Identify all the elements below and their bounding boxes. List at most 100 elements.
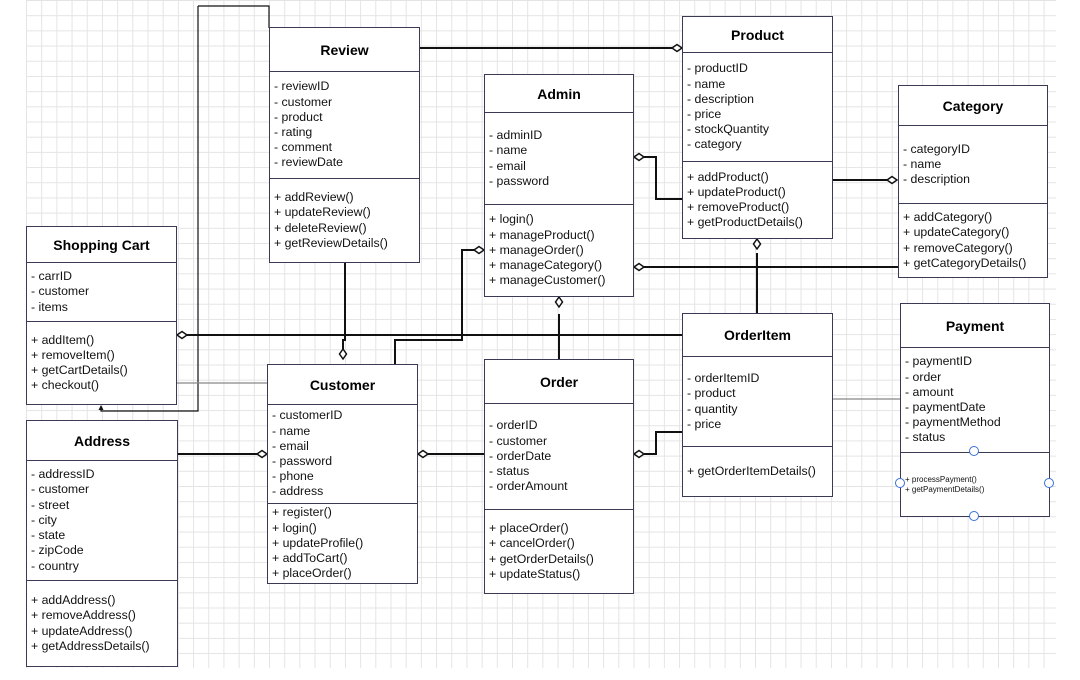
connector-admin-customer	[394, 249, 474, 365]
class-product[interactable]: Product - productID - name - description…	[682, 16, 833, 239]
method: + removeItem()	[31, 347, 115, 362]
class-name: Category	[899, 86, 1047, 126]
class-customer[interactable]: Customer - customerID - name - email - p…	[267, 364, 418, 584]
class-name: OrderItem	[683, 314, 832, 357]
class-name: Customer	[268, 365, 417, 405]
attributes-section: - productID - name - description - price…	[683, 53, 832, 161]
connector-order-orderitem	[644, 431, 682, 455]
method: + getCategoryDetails()	[903, 255, 1027, 270]
method: + manageCategory()	[489, 258, 603, 273]
class-admin[interactable]: Admin - adminID - name - email - passwor…	[484, 74, 634, 297]
attribute: - state	[31, 528, 66, 543]
attribute: - categoryID	[903, 141, 970, 156]
method: + manageCustomer()	[489, 273, 606, 288]
attribute: - street	[31, 497, 70, 512]
class-order-item[interactable]: OrderItem - orderItemID - product - quan…	[682, 313, 833, 497]
attribute: - carrID	[31, 269, 72, 284]
attribute: - orderItemID	[687, 371, 760, 386]
connector-review-customer	[342, 263, 346, 349]
arrow-cart	[98, 405, 104, 410]
method: + updateProfile()	[272, 535, 364, 550]
diamond-product-category	[885, 175, 899, 185]
attributes-section: - orderItemID - product - quantity - pri…	[683, 357, 832, 446]
attribute: - status	[905, 430, 946, 445]
diamond-order-orderitem	[632, 449, 646, 459]
attribute: - adminID	[489, 128, 543, 143]
method: + updateCategory()	[903, 225, 1010, 240]
class-name: Product	[683, 17, 832, 53]
method: + getOrderDetails()	[489, 551, 594, 566]
method: + register()	[272, 505, 332, 520]
method: + getProductDetails()	[687, 215, 803, 230]
attribute: - category	[687, 137, 742, 152]
class-name: Address	[27, 421, 177, 461]
methods-section: + addAddress() + removeAddress() + updat…	[27, 580, 177, 666]
resize-handle-left[interactable]	[895, 478, 905, 488]
attribute: - price	[687, 416, 722, 431]
method: + getReviewDetails()	[274, 235, 388, 250]
diamond-address-customer	[255, 449, 269, 459]
diamond-admin-product	[632, 152, 646, 162]
class-category[interactable]: Category - categoryID - name - descripti…	[898, 85, 1048, 278]
method: + removeProduct()	[687, 200, 790, 214]
attribute: - customerID	[272, 408, 343, 423]
attribute: - orderAmount	[489, 479, 568, 494]
attribute: - reviewDate	[274, 155, 344, 170]
method: + getCartDetails()	[31, 363, 128, 377]
attribute: - comment	[274, 140, 333, 155]
attributes-section: - customerID - name - email - password -…	[268, 405, 417, 503]
attribute: - password	[489, 173, 550, 188]
attribute: - product	[274, 109, 323, 124]
attribute: - name	[489, 143, 528, 158]
class-address[interactable]: Address - addressID - customer - street …	[26, 420, 178, 667]
class-name: Payment	[901, 304, 1049, 348]
diamond-admin-order	[554, 295, 564, 309]
attribute: - addressID	[31, 467, 95, 482]
class-name: Admin	[485, 75, 633, 113]
attribute: - product	[687, 386, 736, 401]
class-name: Order	[485, 360, 633, 404]
method: + getOrderItemDetails()	[687, 463, 816, 478]
methods-section: + addReview() + updateReview() + deleteR…	[270, 178, 419, 262]
attribute: - stockQuantity	[687, 122, 770, 137]
class-payment[interactable]: Payment - paymentID - order - amount - p…	[900, 303, 1050, 517]
method: + addAddress()	[31, 593, 116, 608]
attributes-section: - carrID - customer - items	[27, 263, 176, 321]
attribute: - productID	[687, 61, 748, 76]
method: + processPayment()	[905, 474, 977, 484]
resize-handle-bottom[interactable]	[969, 511, 979, 521]
methods-section: + addProduct() + updateProduct() + remov…	[683, 161, 832, 238]
diamond-admin-category	[632, 262, 646, 272]
method: + addProduct()	[687, 169, 769, 184]
class-shopping-cart[interactable]: Shopping Cart - carrID - customer - item…	[26, 226, 177, 405]
resize-handle-right[interactable]	[1044, 478, 1054, 488]
attribute: - customer	[31, 284, 90, 299]
attributes-section: - paymentID - order - amount - paymentDa…	[901, 348, 1049, 452]
diamond-admin-customer	[472, 245, 486, 255]
class-order[interactable]: Order - orderID - customer - orderDate -…	[484, 359, 634, 594]
diamond-product-orderitem	[752, 237, 762, 251]
attribute: - zipCode	[31, 543, 84, 558]
method: + addItem()	[31, 332, 95, 347]
attribute: - customer	[489, 433, 548, 448]
method: + addToCart()	[272, 551, 348, 566]
class-review[interactable]: Review - reviewID - customer - product -…	[269, 27, 420, 263]
attribute: - orderID	[489, 418, 538, 433]
attribute: - reviewID	[274, 79, 330, 94]
methods-section: + placeOrder() + cancelOrder() + getOrde…	[485, 509, 633, 593]
attribute: - city	[31, 512, 57, 527]
method: + getPaymentDetails()	[905, 484, 985, 494]
attribute: - email	[272, 438, 309, 453]
attribute: - customer	[274, 94, 333, 109]
attribute: - email	[489, 158, 526, 173]
attribute: - name	[272, 423, 311, 438]
connector-admin-product	[644, 156, 682, 200]
class-name: Shopping Cart	[27, 227, 176, 263]
attribute: - price	[687, 107, 722, 121]
diamond-review-product	[670, 43, 684, 53]
attribute: - order	[905, 369, 942, 384]
methods-section: + addCategory() + updateCategory() + rem…	[899, 203, 1047, 277]
resize-handle-top[interactable]	[969, 446, 979, 456]
